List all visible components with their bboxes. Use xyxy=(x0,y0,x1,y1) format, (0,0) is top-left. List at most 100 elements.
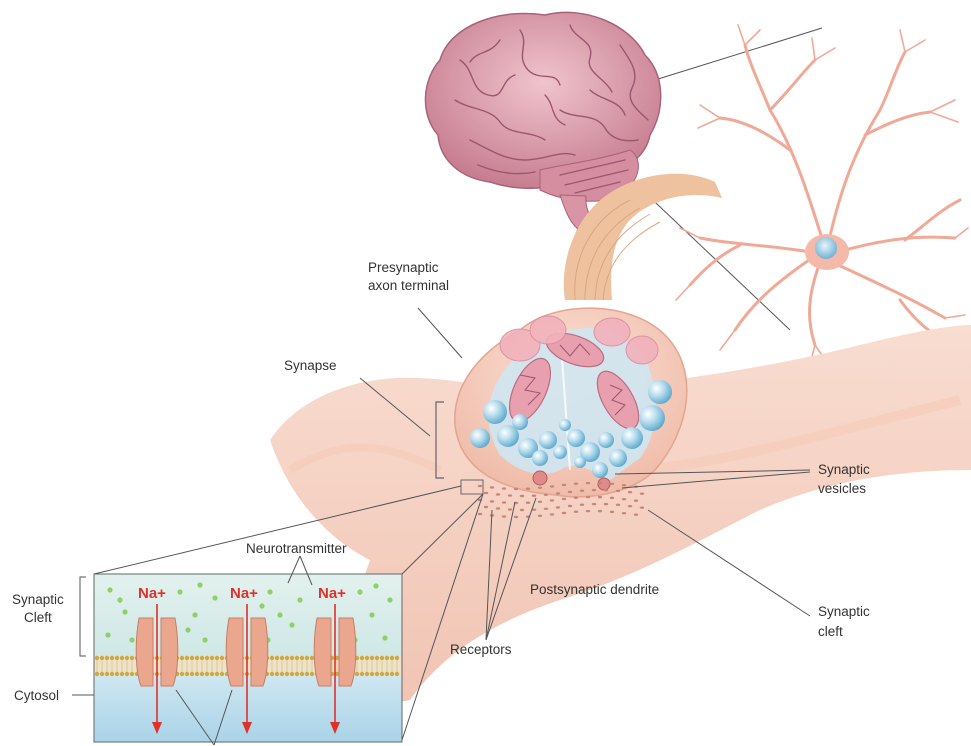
receptor-dot xyxy=(478,485,482,487)
lipid-head xyxy=(105,656,109,660)
receptor-dot xyxy=(604,503,608,505)
lipid-head xyxy=(385,656,389,660)
neurotransmitter-dot xyxy=(107,587,112,592)
lipid-head xyxy=(210,656,214,660)
lipid-head xyxy=(190,656,194,660)
na-ion-label-3: Na+ xyxy=(318,585,346,602)
label-cytosol: Cytosol xyxy=(14,688,59,703)
neurotransmitter-dot xyxy=(192,612,197,617)
lipid-head xyxy=(205,672,209,676)
lipid-head xyxy=(270,672,274,676)
label-presynaptic-2: axon terminal xyxy=(368,278,449,293)
receptor-dot xyxy=(484,492,488,494)
receptor-dot xyxy=(598,482,602,484)
lipid-head xyxy=(285,672,289,676)
lipid-head xyxy=(280,672,284,676)
receptor-dot xyxy=(592,489,596,491)
lipid-head xyxy=(95,672,99,676)
receptor-dot xyxy=(592,503,596,505)
neurotransmitter-dot xyxy=(259,603,264,608)
lipid-head xyxy=(280,656,284,660)
lipid-head xyxy=(380,672,384,676)
receptor-dot xyxy=(544,494,548,496)
lipid-head xyxy=(115,672,119,676)
receptor-dot xyxy=(514,516,518,518)
lipid-head xyxy=(220,656,224,660)
neurotransmitter-dot xyxy=(197,582,202,587)
lipid-head xyxy=(200,672,204,676)
neuron-nucleus xyxy=(815,237,837,259)
lipid-head xyxy=(295,672,299,676)
label-presynaptic-1: Presynaptic xyxy=(368,260,439,275)
receptor-dot xyxy=(622,484,626,486)
lipid-head xyxy=(180,672,184,676)
lipid-head xyxy=(395,672,399,676)
lipid-head xyxy=(210,672,214,676)
receptor-dot xyxy=(508,508,512,510)
receptor-dot xyxy=(610,511,614,513)
receptor-dot xyxy=(610,483,614,485)
receptor-dot xyxy=(484,506,488,508)
lipid-head xyxy=(110,656,114,660)
lipid-head xyxy=(195,656,199,660)
neurotransmitter-dot xyxy=(297,597,302,602)
lipid-head xyxy=(100,656,104,660)
receptor-dot xyxy=(532,495,536,497)
receptor-dot xyxy=(538,487,542,489)
lipid-head xyxy=(275,672,279,676)
lipid-head xyxy=(370,656,374,660)
lipid-head xyxy=(205,656,209,660)
receptor-dot xyxy=(574,483,578,485)
receptor-dot xyxy=(640,506,644,508)
lipid-head xyxy=(215,672,219,676)
lipid-head xyxy=(285,656,289,660)
receptor-dot xyxy=(634,513,638,515)
lipid-head xyxy=(110,672,114,676)
neurotransmitter-dot xyxy=(212,595,217,600)
receptor-dot xyxy=(538,501,542,503)
receptor-dot xyxy=(562,498,566,500)
label-neurotransmitter: Neurotransmitter xyxy=(246,541,347,556)
neurotransmitter-dot xyxy=(369,612,374,617)
receptor-dot xyxy=(616,490,620,492)
receptor-dot xyxy=(634,499,638,501)
lipid-head xyxy=(120,672,124,676)
receptor-dot xyxy=(496,507,500,509)
lipid-head xyxy=(390,656,394,660)
neurotransmitter-dot xyxy=(387,597,392,602)
receptor-dot xyxy=(610,497,614,499)
receptor-dot xyxy=(520,495,524,497)
lipid-head xyxy=(130,672,134,676)
label-postsynaptic-dendrite: Postsynaptic dendrite xyxy=(530,582,659,597)
label-inset-cleft-2: Cleft xyxy=(24,610,52,625)
receptor-dot xyxy=(616,504,620,506)
lipid-head xyxy=(180,656,184,660)
neurotransmitter-dot xyxy=(267,589,272,594)
receptor-dot xyxy=(556,492,560,494)
receptor-dot xyxy=(598,510,602,512)
neurotransmitter-dot xyxy=(122,609,127,614)
receptor-dot xyxy=(574,497,578,499)
label-synaptic-cleft-1: Synaptic xyxy=(818,604,870,619)
neurotransmitter-dot xyxy=(277,612,282,617)
lipid-head xyxy=(215,656,219,660)
lipid-head xyxy=(290,656,294,660)
lipid-head xyxy=(360,672,364,676)
lipid-head xyxy=(95,656,99,660)
label-synapse: Synapse xyxy=(284,358,337,373)
receptor-dot xyxy=(502,487,506,489)
lipid-head xyxy=(300,656,304,660)
receptor-dot xyxy=(628,491,632,493)
lipid-head xyxy=(220,672,224,676)
receptor-dot xyxy=(502,515,506,517)
receptor-dot xyxy=(622,512,626,514)
receptor-dot xyxy=(628,505,632,507)
receptor-dot xyxy=(508,494,512,496)
lipid-head xyxy=(310,672,314,676)
lipid-head xyxy=(365,672,369,676)
neurotransmitter-dot xyxy=(289,622,294,627)
lipid-head xyxy=(125,656,129,660)
lipid-head xyxy=(100,672,104,676)
neurotransmitter-dot xyxy=(357,589,362,594)
neurotransmitter-dot xyxy=(177,589,182,594)
